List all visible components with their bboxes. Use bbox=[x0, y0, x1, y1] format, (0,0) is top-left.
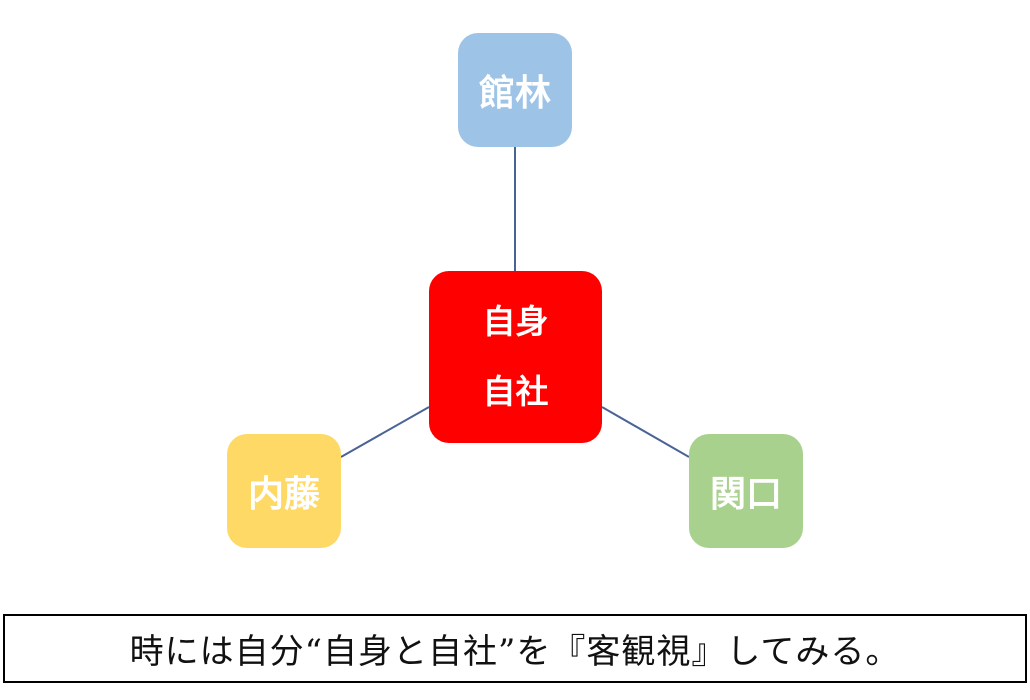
node-self-company: 自身 自社 bbox=[429, 271, 602, 443]
node-self-label: 自身 bbox=[482, 302, 549, 341]
connector-center-right bbox=[601, 406, 690, 458]
caption-text: 時には自分“自身と自社”を『客観視』してみる。 bbox=[129, 632, 901, 672]
caption-box: 時には自分“自身と自社”を『客観視』してみる。 bbox=[3, 614, 1027, 683]
node-sekiguchi-label: 関口 bbox=[709, 474, 782, 515]
node-company-label: 自社 bbox=[482, 372, 549, 411]
node-naito-label: 内藤 bbox=[247, 474, 320, 515]
node-sekiguchi: 関口 bbox=[689, 434, 803, 548]
node-naito: 内藤 bbox=[227, 434, 341, 548]
node-tatebayashi: 館林 bbox=[458, 33, 572, 147]
connector-center-left bbox=[340, 406, 430, 458]
node-tatebayashi-label: 館林 bbox=[478, 73, 551, 114]
